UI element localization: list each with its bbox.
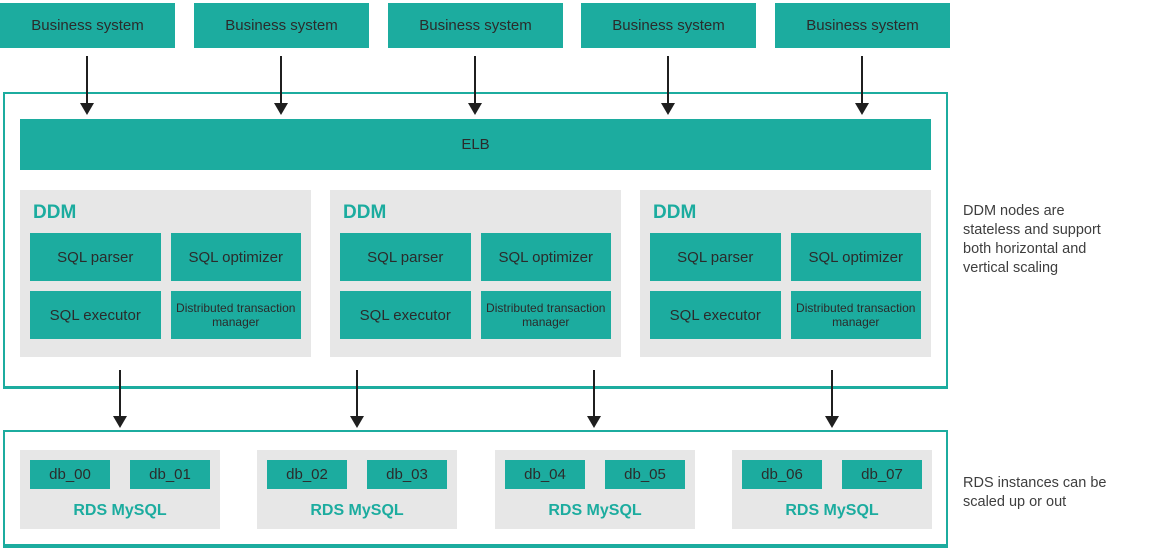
sql-optimizer-box: SQL optimizer bbox=[480, 233, 611, 281]
rds-zone-container bbox=[3, 430, 948, 548]
database-box: db_01 bbox=[130, 460, 210, 489]
sql-executor-box: SQL executor bbox=[30, 291, 161, 339]
rds-instance-title: RDS MySQL bbox=[785, 502, 879, 519]
ddm-annotation-line: both horizontal and bbox=[963, 241, 1087, 257]
rds-instance: db_02 db_03 RDS MySQL bbox=[257, 450, 457, 529]
business-system-box: Business system bbox=[581, 3, 756, 48]
ddm-annotation: DDM nodes are stateless and support both… bbox=[963, 202, 1101, 278]
down-arrow-icon bbox=[80, 56, 94, 115]
database-box: db_03 bbox=[367, 460, 447, 489]
business-system-box: Business system bbox=[194, 3, 369, 48]
ddm-components-grid: SQL parser SQL optimizer SQL executor Di… bbox=[340, 233, 611, 339]
ddm-node-title: DDM bbox=[343, 202, 387, 223]
sql-parser-box: SQL parser bbox=[340, 233, 471, 281]
database-box: db_06 bbox=[742, 460, 822, 489]
sql-executor-box: SQL executor bbox=[340, 291, 471, 339]
database-row: db_00 db_01 bbox=[20, 460, 220, 489]
rds-instance-title: RDS MySQL bbox=[73, 502, 167, 519]
rds-annotation-line: scaled up or out bbox=[963, 494, 1067, 510]
down-arrow-icon bbox=[661, 56, 675, 115]
distributed-transaction-manager-box: Distributed transaction manager bbox=[170, 291, 301, 339]
elb-bar: ELB bbox=[20, 119, 931, 170]
database-box: db_02 bbox=[267, 460, 347, 489]
ddm-node: DDM SQL parser SQL optimizer SQL executo… bbox=[20, 190, 311, 357]
down-arrow-icon bbox=[587, 370, 601, 428]
distributed-transaction-manager-box: Distributed transaction manager bbox=[790, 291, 921, 339]
rds-instance-title: RDS MySQL bbox=[548, 502, 642, 519]
ddm-components-grid: SQL parser SQL optimizer SQL executor Di… bbox=[30, 233, 301, 339]
sql-parser-box: SQL parser bbox=[650, 233, 781, 281]
rds-instance: db_00 db_01 RDS MySQL bbox=[20, 450, 220, 529]
rds-annotation: RDS instances can be scaled up or out bbox=[963, 474, 1106, 512]
ddm-components-grid: SQL parser SQL optimizer SQL executor Di… bbox=[650, 233, 921, 339]
ddm-node: DDM SQL parser SQL optimizer SQL executo… bbox=[640, 190, 931, 357]
database-box: db_00 bbox=[30, 460, 110, 489]
ddm-annotation-line: stateless and support bbox=[963, 222, 1101, 238]
business-system-box: Business system bbox=[775, 3, 950, 48]
rds-instance-title: RDS MySQL bbox=[310, 502, 404, 519]
down-arrow-icon bbox=[274, 56, 288, 115]
down-arrow-icon bbox=[855, 56, 869, 115]
ddm-annotation-line: vertical scaling bbox=[963, 260, 1059, 276]
sql-executor-box: SQL executor bbox=[650, 291, 781, 339]
business-system-box: Business system bbox=[0, 3, 175, 48]
ddm-annotation-line: DDM nodes are bbox=[963, 203, 1065, 219]
down-arrow-icon bbox=[113, 370, 127, 428]
database-box: db_05 bbox=[605, 460, 685, 489]
rds-instance: db_04 db_05 RDS MySQL bbox=[495, 450, 695, 529]
rds-annotation-line: RDS instances can be bbox=[963, 475, 1107, 491]
sql-optimizer-box: SQL optimizer bbox=[790, 233, 921, 281]
sql-parser-box: SQL parser bbox=[30, 233, 161, 281]
database-box: db_07 bbox=[842, 460, 922, 489]
down-arrow-icon bbox=[350, 370, 364, 428]
database-row: db_04 db_05 bbox=[495, 460, 695, 489]
ddm-node: DDM SQL parser SQL optimizer SQL executo… bbox=[330, 190, 621, 357]
business-system-box: Business system bbox=[388, 3, 563, 48]
down-arrow-icon bbox=[468, 56, 482, 115]
database-row: db_06 db_07 bbox=[732, 460, 932, 489]
sql-optimizer-box: SQL optimizer bbox=[170, 233, 301, 281]
ddm-node-title: DDM bbox=[33, 202, 77, 223]
database-row: db_02 db_03 bbox=[257, 460, 457, 489]
distributed-transaction-manager-box: Distributed transaction manager bbox=[480, 291, 611, 339]
down-arrow-icon bbox=[825, 370, 839, 428]
ddm-node-title: DDM bbox=[653, 202, 697, 223]
database-box: db_04 bbox=[505, 460, 585, 489]
rds-instance: db_06 db_07 RDS MySQL bbox=[732, 450, 932, 529]
